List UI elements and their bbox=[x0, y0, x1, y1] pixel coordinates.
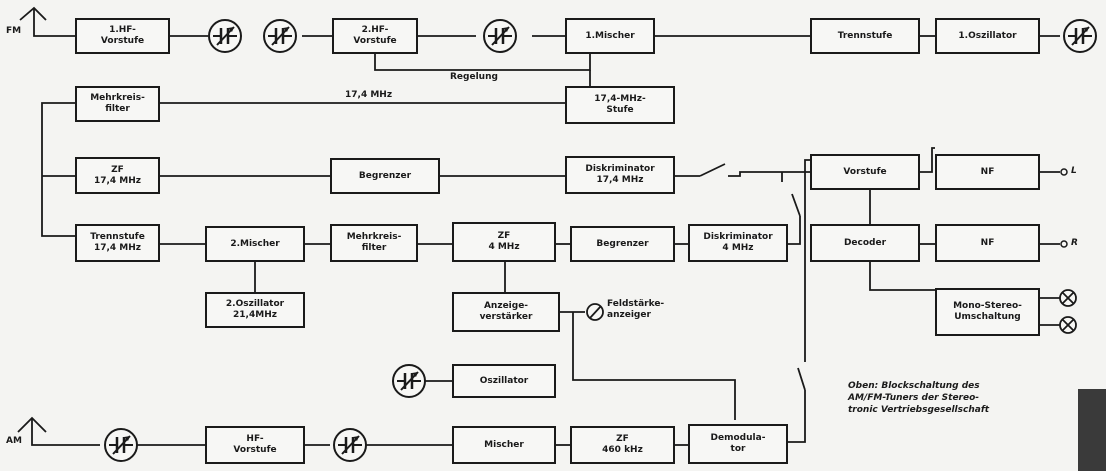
block-2-hf-vorstufe: 2.HF- Vorstufe bbox=[332, 18, 418, 54]
label-output-l: L bbox=[1071, 166, 1077, 176]
indicator-lamp-icon bbox=[1059, 289, 1077, 307]
block-decoder: Decoder bbox=[810, 224, 920, 262]
block-2-mischer: 2.Mischer bbox=[205, 226, 305, 262]
figure-caption: Oben: Blockschaltung des AM/FM-Tuners de… bbox=[848, 381, 990, 415]
block-zf-17-4: ZF 17,4 MHz bbox=[75, 157, 160, 194]
indicator-lamp-icon bbox=[1059, 316, 1077, 334]
variable-capacitor-icon bbox=[262, 18, 298, 54]
block-1-oszillator: 1.Oszillator bbox=[935, 18, 1040, 54]
connection-lines bbox=[17, 6, 1060, 446]
output-terminal-icon bbox=[1060, 240, 1068, 248]
block-anzeigeverstaerker: Anzeige- verstärker bbox=[452, 292, 560, 332]
block-diskriminator-4: Diskriminator 4 MHz bbox=[688, 224, 788, 262]
variable-capacitor-icon bbox=[103, 427, 139, 463]
photo-edge bbox=[1078, 389, 1106, 471]
variable-capacitor-icon bbox=[332, 427, 368, 463]
block-17-4-mhz-stufe: 17,4-MHz- Stufe bbox=[565, 86, 675, 124]
block-oszillator-am: Oszillator bbox=[452, 364, 556, 398]
block-2-oszillator: 2.Oszillator 21,4MHz bbox=[205, 292, 305, 328]
block-mehrkreisfilter-1: Mehrkreis- filter bbox=[75, 86, 160, 122]
block-vorstufe: Vorstufe bbox=[810, 154, 920, 190]
variable-capacitor-icon bbox=[207, 18, 243, 54]
variable-capacitor-icon bbox=[1062, 18, 1098, 54]
label-17-4-mhz: 17,4 MHz bbox=[345, 90, 393, 100]
block-zf-460: ZF 460 kHz bbox=[570, 426, 675, 464]
block-1-hf-vorstufe: 1.HF- Vorstufe bbox=[75, 18, 170, 54]
label-regelung: Regelung bbox=[450, 72, 498, 82]
label-fm: FM bbox=[6, 26, 22, 36]
block-nf-l: NF bbox=[935, 154, 1040, 190]
label-output-r: R bbox=[1071, 238, 1078, 248]
label-feldstaerke: Feldstärke- anzeiger bbox=[607, 299, 665, 320]
signal-meter-icon bbox=[586, 303, 604, 321]
block-demodulator: Demodula- tor bbox=[688, 424, 788, 464]
output-terminal-icon bbox=[1060, 168, 1068, 176]
block-1-mischer: 1.Mischer bbox=[565, 18, 655, 54]
label-am: AM bbox=[6, 436, 22, 446]
block-mischer-am: Mischer bbox=[452, 426, 556, 464]
variable-capacitor-icon bbox=[391, 363, 427, 399]
block-begrenzer-2: Begrenzer bbox=[570, 226, 675, 262]
block-begrenzer-1: Begrenzer bbox=[330, 158, 440, 194]
block-hf-vorstufe-am: HF- Vorstufe bbox=[205, 426, 305, 464]
variable-capacitor-icon bbox=[482, 18, 518, 54]
block-mehrkreisfilter-2: Mehrkreis- filter bbox=[330, 224, 418, 262]
block-diskriminator-17-4: Diskriminator 17,4 MHz bbox=[565, 156, 675, 194]
block-mono-stereo: Mono-Stereo- Umschaltung bbox=[935, 288, 1040, 336]
block-trennstufe-17-4: Trennstufe 17,4 MHz bbox=[75, 224, 160, 262]
block-zf-4-mhz: ZF 4 MHz bbox=[452, 222, 556, 262]
block-nf-r: NF bbox=[935, 224, 1040, 262]
block-trennstufe: Trennstufe bbox=[810, 18, 920, 54]
